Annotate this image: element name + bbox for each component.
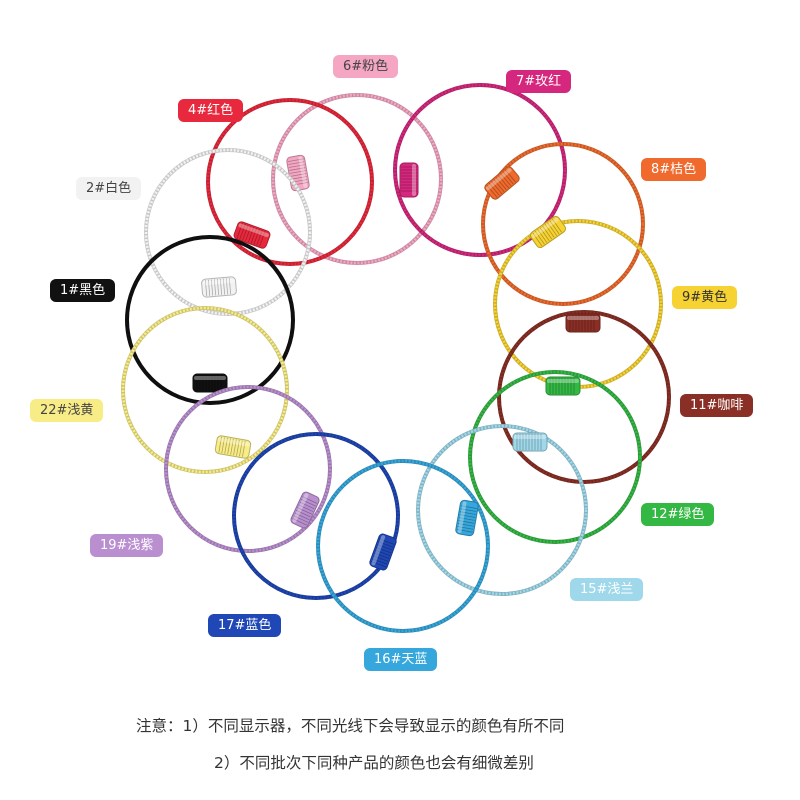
ring-blue (232, 432, 400, 600)
ring-white (144, 148, 312, 316)
screw-lock-black (192, 373, 228, 393)
ring-sky-blue (316, 459, 490, 633)
note-line-2: 2）不同批次下同种产品的颜色也会有细微差别 (214, 754, 534, 772)
screw-lock-blue (369, 533, 397, 571)
screw-lock-white (201, 276, 237, 298)
tag-19-light-purple: 19#浅紫 (90, 534, 164, 557)
ring-red (206, 98, 374, 266)
screw-lock-rose-red (399, 162, 419, 198)
screw-lock-green (545, 376, 581, 396)
tag-9-yellow: 9#黄色 (672, 286, 738, 309)
screw-lock-orange (484, 166, 520, 200)
note-line-1: 注意：1）不同显示器，不同光线下会导致显示的颜色有所不同 (136, 717, 565, 735)
screw-lock-light-blue (512, 432, 548, 452)
tag-22-light-yellow: 22#浅黄 (30, 399, 104, 422)
ring-light-blue (416, 424, 588, 596)
tag-12-green: 12#绿色 (641, 503, 715, 526)
tag-8-orange: 8#桔色 (641, 158, 707, 181)
tag-4-red: 4#红色 (178, 99, 244, 122)
ring-light-yellow (121, 306, 289, 474)
screw-lock-light-purple (290, 491, 320, 529)
ring-coffee (497, 310, 671, 484)
screw-lock-coffee (565, 313, 601, 333)
ring-black (125, 235, 295, 405)
ring-green (468, 370, 642, 544)
ring-orange (481, 142, 645, 306)
tag-7-rose-red: 7#玫红 (506, 70, 572, 93)
tag-2-white: 2#白色 (76, 177, 142, 200)
screw-lock-yellow (529, 215, 567, 249)
screw-lock-light-yellow (214, 435, 252, 459)
screw-lock-red (233, 221, 271, 249)
tag-1-black: 1#黑色 (50, 279, 116, 302)
tag-16-sky-blue: 16#天蓝 (364, 648, 438, 671)
tag-11-coffee: 11#咖啡 (680, 394, 754, 417)
screw-lock-sky-blue (455, 499, 479, 537)
tag-6-pink: 6#粉色 (333, 55, 399, 78)
ring-light-purple (164, 385, 332, 553)
tag-15-light-blue: 15#浅兰 (570, 578, 644, 601)
ring-rose-red (393, 83, 567, 257)
tag-17-blue: 17#蓝色 (208, 614, 282, 637)
